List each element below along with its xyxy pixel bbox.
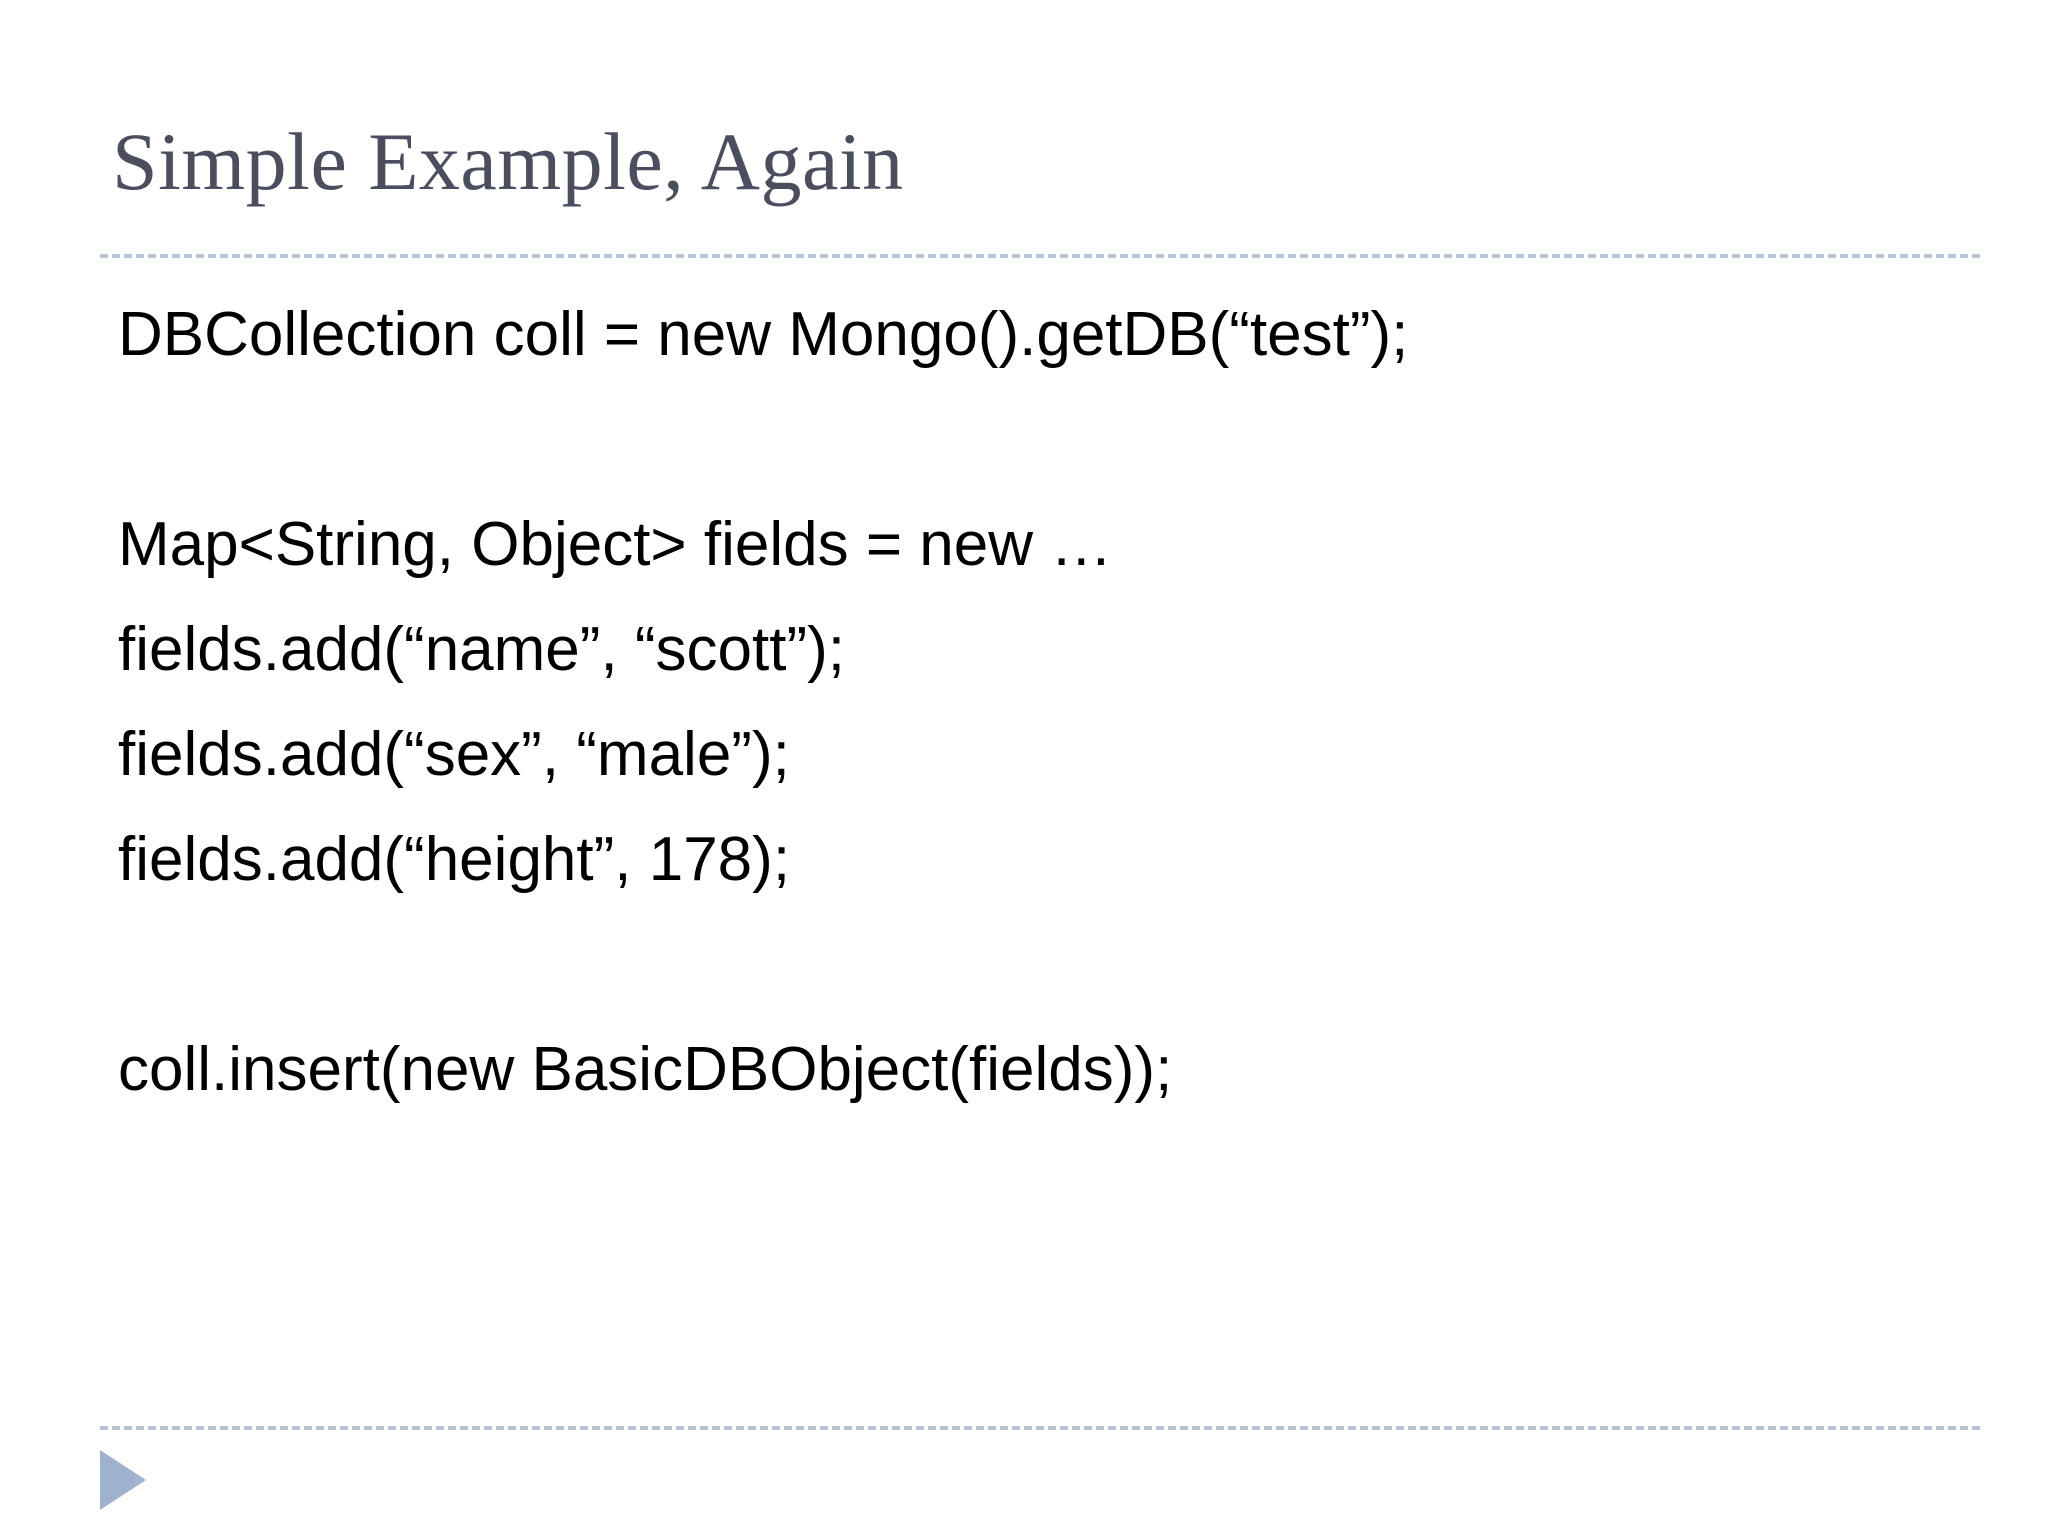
code-line: fields.add(“height”, 178); — [118, 825, 791, 894]
title-block: Simple Example, Again — [112, 112, 1952, 222]
title-divider — [100, 254, 1980, 258]
code-line: Map<String, Object> fields = new … — [118, 510, 1113, 579]
code-line: fields.add(“name”, “scott”); — [118, 615, 845, 684]
code-block: DBCollection coll = new Mongo().getDB(“t… — [118, 282, 1968, 1122]
code-line-spacer — [118, 912, 1968, 1017]
code-line-spacer — [118, 387, 1968, 492]
page-title: Simple Example, Again — [112, 116, 904, 207]
play-triangle-icon — [100, 1450, 146, 1510]
footer-divider — [100, 1426, 1980, 1430]
code-line: DBCollection coll = new Mongo().getDB(“t… — [118, 300, 1409, 369]
code-line: fields.add(“sex”, “male”); — [118, 720, 790, 789]
code-line: coll.insert(new BasicDBObject(fields)); — [118, 1035, 1173, 1104]
